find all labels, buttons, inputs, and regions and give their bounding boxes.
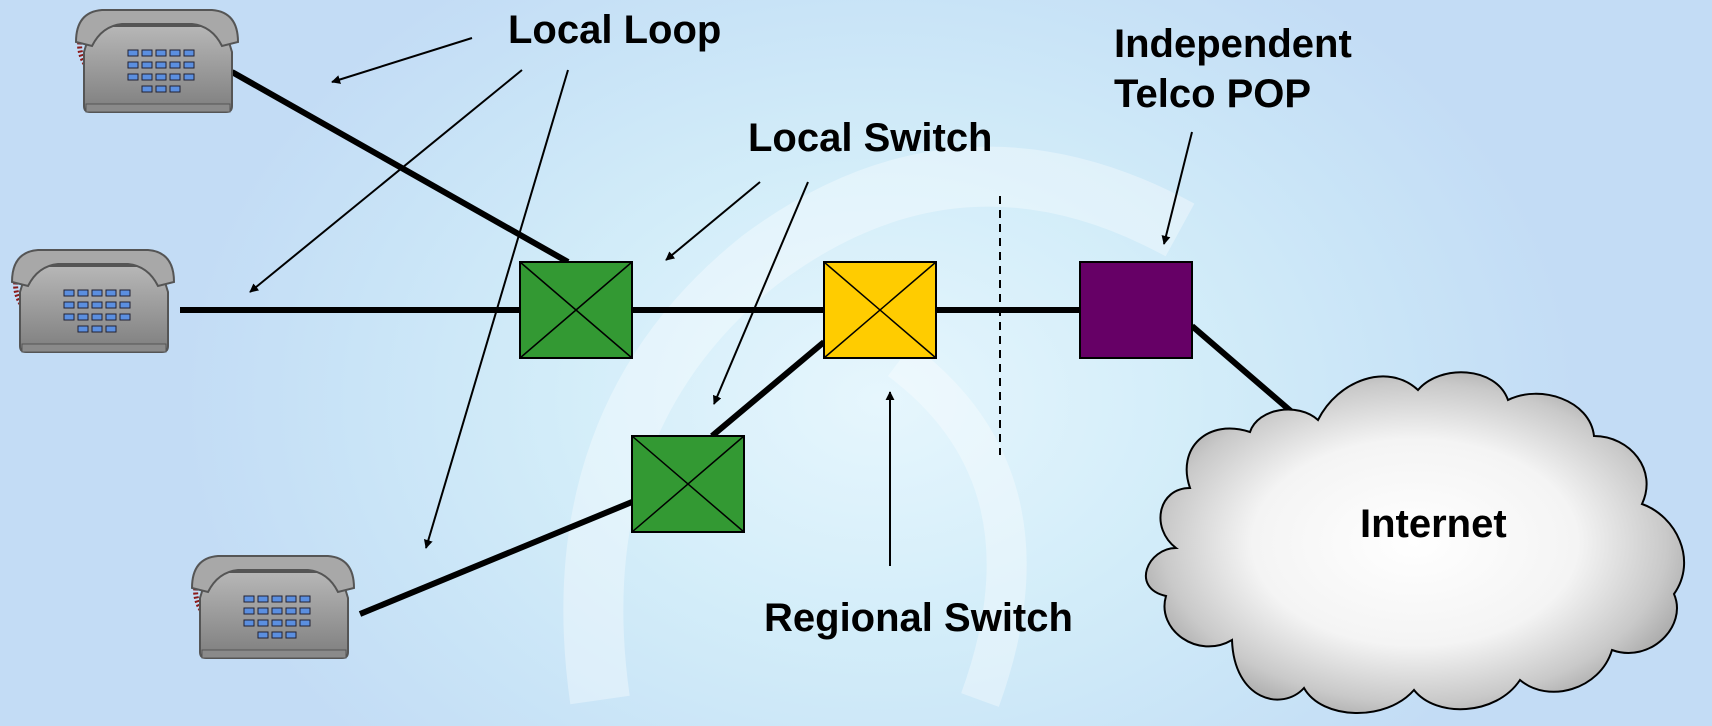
arrow-local-loop-3: [423, 69, 569, 549]
local-switch-2: [631, 435, 745, 533]
arrow-telco-pop: [1161, 131, 1193, 245]
label-regional-switch: Regional Switch: [764, 596, 1073, 640]
background-swirl: [563, 146, 1195, 707]
local-switch-1: [519, 261, 633, 359]
arrow-local-loop-1: [331, 37, 473, 84]
telephone-icon: [76, 10, 238, 112]
cloud-icon: [1145, 371, 1685, 714]
regional-switch: [823, 261, 937, 359]
arrow-local-switch-1: [665, 181, 761, 261]
arrow-local-loop-2: [249, 69, 523, 293]
arrow-local-switch-2: [713, 181, 809, 405]
annotation-arrows: [249, 37, 1193, 566]
label-internet: Internet: [1360, 502, 1507, 546]
label-independent-pop-line1: Independent: [1114, 22, 1352, 66]
label-local-loop: Local Loop: [508, 8, 722, 52]
loop-line-top: [230, 69, 570, 265]
label-independent-pop-line2: Telco POP: [1114, 72, 1312, 116]
independent-telco-pop-box: [1079, 261, 1193, 359]
telephone-icon: [12, 250, 174, 352]
label-local-switch: Local Switch: [748, 116, 993, 160]
trunk-switch2-to-regional: [710, 339, 826, 439]
telephone-icon: [192, 556, 354, 658]
loop-line-bottom: [358, 499, 634, 617]
